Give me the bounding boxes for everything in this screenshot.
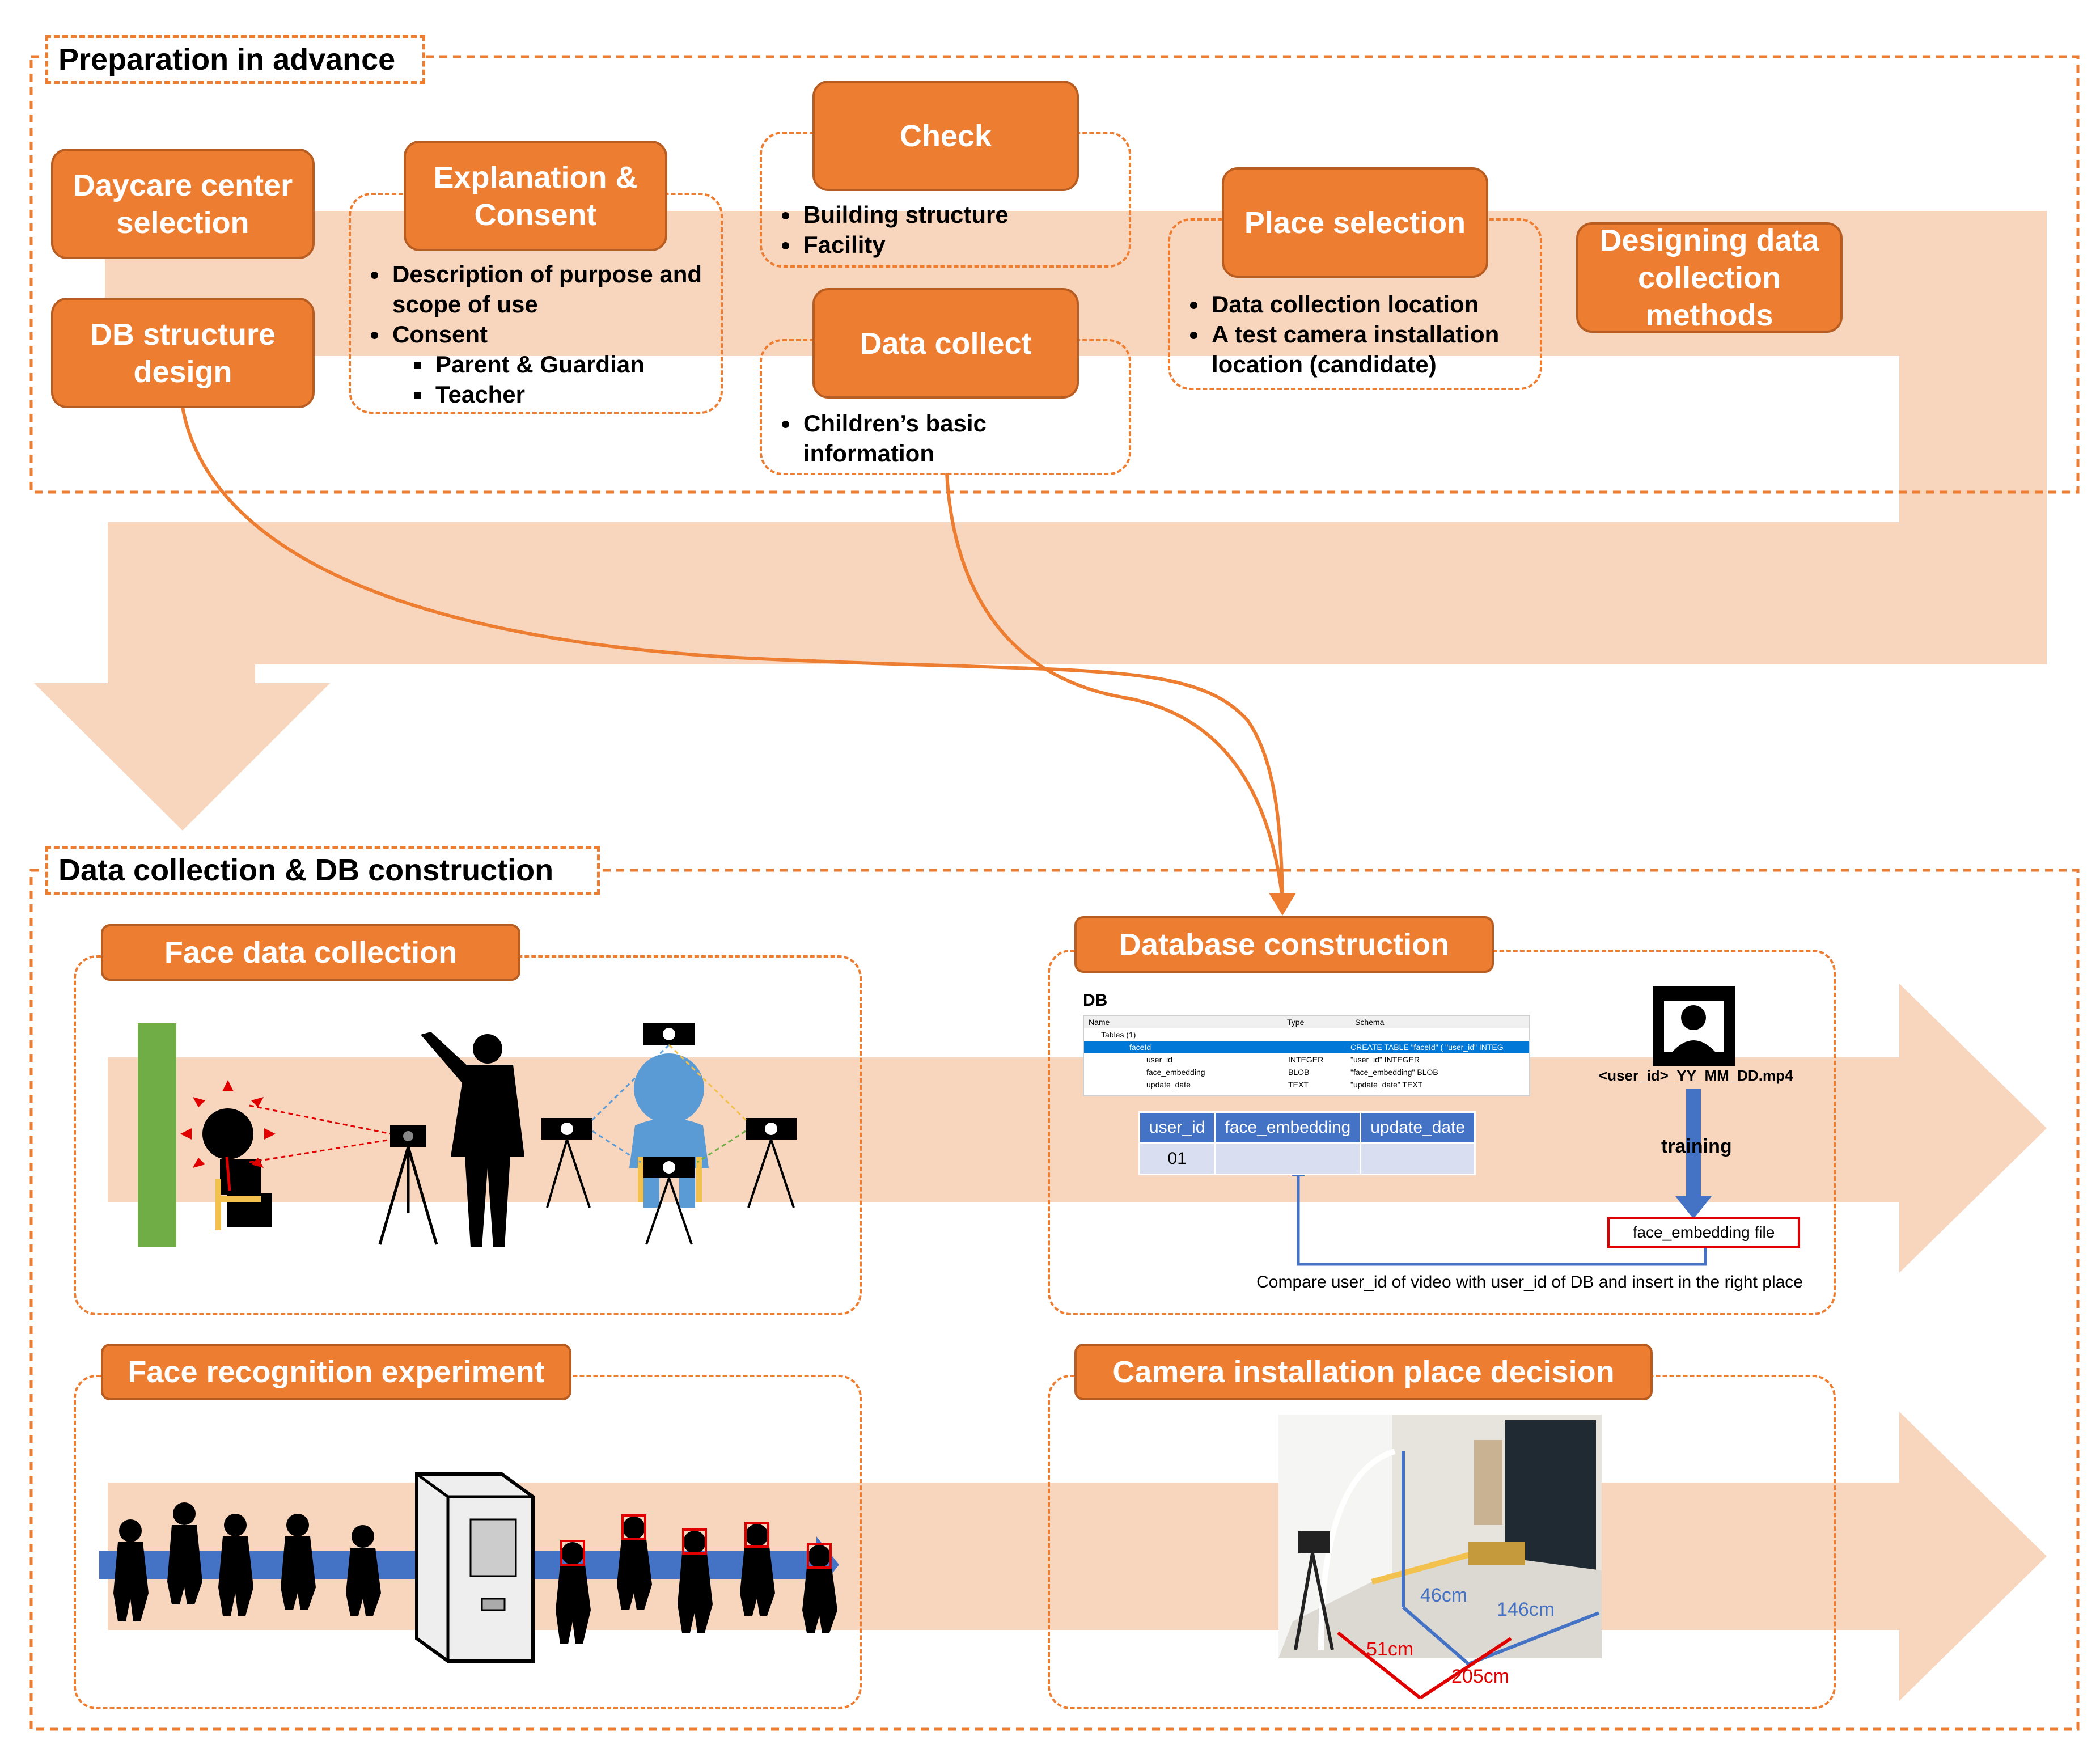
camera-place-title: Camera installation place decision: [1074, 1344, 1653, 1400]
bullet-location: Data collection location: [1208, 289, 1539, 319]
bullet-facility: Facility: [800, 230, 1114, 260]
explanation-bullets: Description of purpose and scope of use …: [363, 259, 714, 409]
collection-section-title: Data collection & DB construction: [45, 846, 600, 895]
schema-row[interactable]: Tables (1): [1084, 1028, 1529, 1041]
cell-user-id: 01: [1138, 1142, 1216, 1175]
measure-46cm: 46cm: [1420, 1585, 1468, 1606]
face-data-title: Face data collection: [101, 924, 520, 981]
bullet-test-camera: A test camera installation location (can…: [1208, 319, 1539, 379]
bullet-purpose: Description of purpose and scope of use: [389, 259, 714, 319]
schema-row-name: faceId: [1129, 1043, 1151, 1052]
schema-col-name: Name: [1089, 1018, 1110, 1027]
flow-arrow-down: [34, 522, 330, 831]
designing-methods-box: Designing data collection methods: [1576, 222, 1843, 333]
place-bullets: Data collection location A test camera i…: [1182, 289, 1539, 379]
col-user-id: user_id: [1138, 1111, 1216, 1144]
bullet-consent-label: Consent: [392, 321, 488, 348]
flow-band-top: [105, 211, 2047, 664]
table-header-row: user_id face_embedding update_date: [1138, 1111, 1476, 1144]
face-recognition-panel: [74, 1375, 862, 1709]
connector-arrowhead: [1269, 893, 1296, 916]
collection-section-border: [29, 869, 2080, 1731]
bullet-consent: Consent Parent & Guardian Teacher: [389, 319, 714, 409]
schema-row-name: user_id: [1146, 1055, 1172, 1064]
schema-row-type: BLOB: [1288, 1068, 1310, 1077]
measure-51cm: 51cm: [1366, 1638, 1414, 1660]
bullet-building: Building structure: [800, 200, 1114, 230]
check-bullets: Building structure Facility: [774, 200, 1114, 260]
measure-146cm: 146cm: [1497, 1599, 1555, 1620]
explanation-consent-box: Explanation & Consent: [404, 141, 667, 251]
schema-row[interactable]: update_date TEXT "update_date" TEXT: [1084, 1078, 1529, 1091]
db-table: user_id face_embedding update_date 01: [1138, 1111, 1476, 1175]
schema-col-schema: Schema: [1355, 1018, 1385, 1027]
schema-row-type: INTEGER: [1288, 1055, 1324, 1064]
db-structure-box: DB structure design: [51, 298, 315, 408]
connector-db-structure: [181, 406, 1284, 899]
video-filename: <user_id>_YY_MM_DD.mp4: [1599, 1067, 1793, 1084]
embedding-file-box: face_embedding file: [1607, 1217, 1800, 1248]
cell-update-date: [1360, 1142, 1476, 1175]
place-selection-box: Place selection: [1222, 167, 1488, 278]
bullet-parent: Parent & Guardian: [432, 349, 714, 379]
schema-row-selected[interactable]: faceId CREATE TABLE "faceId" ( "user_id"…: [1084, 1041, 1529, 1053]
training-label: training: [1661, 1136, 1732, 1157]
bullet-teacher: Teacher: [432, 379, 714, 409]
schema-row-name: update_date: [1146, 1080, 1191, 1089]
connector-data-collect: [945, 473, 1284, 899]
schema-row[interactable]: face_embedding BLOB "face_embedding" BLO…: [1084, 1066, 1529, 1078]
schema-row-name: Tables (1): [1101, 1030, 1136, 1039]
schema-col-type: Type: [1287, 1018, 1305, 1027]
schema-row-type: TEXT: [1288, 1080, 1309, 1089]
schema-row-schema: "user_id" INTEGER: [1350, 1055, 1420, 1064]
prep-section-border: [29, 55, 2080, 494]
face-recognition-title: Face recognition experiment: [101, 1344, 571, 1400]
schema-row-schema: CREATE TABLE "faceId" ( "user_id" INTEG: [1350, 1043, 1504, 1052]
schema-row[interactable]: user_id INTEGER "user_id" INTEGER: [1084, 1053, 1529, 1066]
db-label: DB: [1083, 991, 1108, 1010]
col-face-embedding: face_embedding: [1214, 1111, 1362, 1144]
schema-row-name: face_embedding: [1146, 1068, 1205, 1077]
col-update-date: update_date: [1360, 1111, 1476, 1144]
face-data-panel: [74, 955, 862, 1315]
schema-row-schema: "face_embedding" BLOB: [1350, 1068, 1438, 1077]
schema-row-schema: "update_date" TEXT: [1350, 1080, 1423, 1089]
database-title: Database construction: [1074, 916, 1494, 973]
daycare-selection-box: Daycare center selection: [51, 149, 315, 259]
check-box: Check: [812, 81, 1079, 191]
camera-place-panel: [1048, 1375, 1836, 1709]
compare-note: Compare user_id of video with user_id of…: [1256, 1273, 1803, 1291]
measure-205cm: 205cm: [1451, 1666, 1510, 1687]
bullet-children-info: Children’s basic information: [800, 408, 1114, 468]
data-collect-box: Data collect: [812, 288, 1079, 399]
schema-view: Name Type Schema Tables (1) faceId CREAT…: [1083, 1015, 1530, 1096]
table-row: 01: [1138, 1142, 1476, 1175]
data-collect-bullets: Children’s basic information: [774, 408, 1114, 468]
prep-section-title: Preparation in advance: [45, 35, 425, 84]
cell-face-embedding: [1214, 1142, 1362, 1175]
